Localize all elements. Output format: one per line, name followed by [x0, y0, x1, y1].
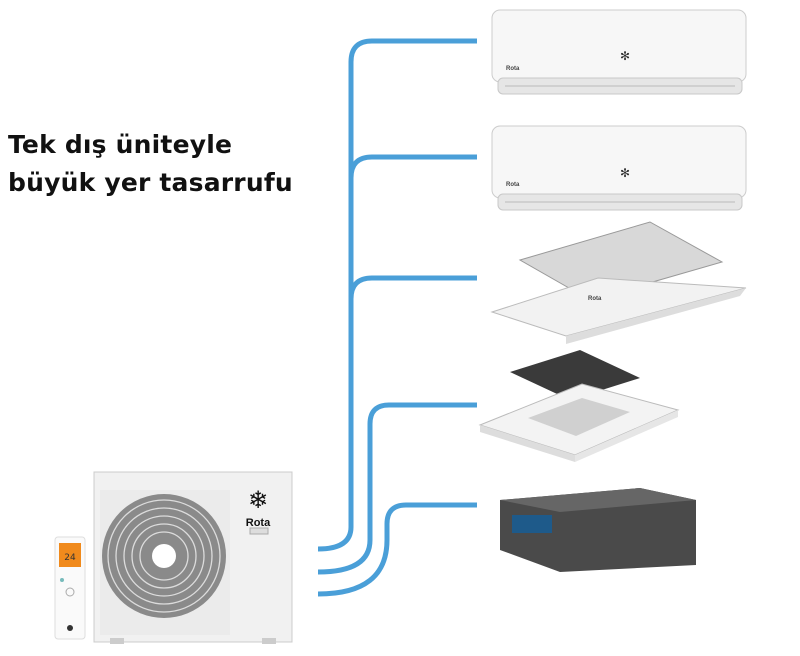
pipe-main [317, 38, 477, 552]
indoor-unit-wall-2: ✻ Rota [491, 125, 747, 211]
headline: Tek dış üniteyle büyük yer tasarrufu [8, 126, 293, 202]
pipe-branch-3 [348, 275, 477, 300]
remote-display: 24 [64, 553, 76, 563]
remote-control: 24 [54, 536, 86, 640]
headline-line-1: Tek dış üniteyle [8, 130, 233, 159]
brand-label: Rota [588, 296, 602, 302]
rota-logo-icon: ❄ [248, 486, 268, 514]
pipe-branch-2 [348, 154, 477, 179]
indoor-unit-four-way-cassette [478, 350, 680, 462]
brand-label: Rota [506, 66, 520, 72]
snowflake-logo-icon: ✻ [620, 49, 630, 63]
pipe-5 [317, 502, 477, 597]
pipe-4 [317, 402, 477, 575]
headline-line-2: büyük yer tasarrufu [8, 168, 293, 197]
brand-label: Rota [506, 182, 520, 188]
outdoor-unit: ❄ Rota [93, 471, 293, 644]
brand-label: Rota [246, 517, 271, 529]
snowflake-logo-icon: ✻ [620, 166, 630, 180]
indoor-unit-wall-1: ✻ Rota [491, 9, 747, 95]
indoor-unit-ducted [500, 488, 696, 572]
indoor-unit-one-way-cassette: Rota [490, 221, 747, 344]
refrigerant-pipes [317, 38, 477, 597]
